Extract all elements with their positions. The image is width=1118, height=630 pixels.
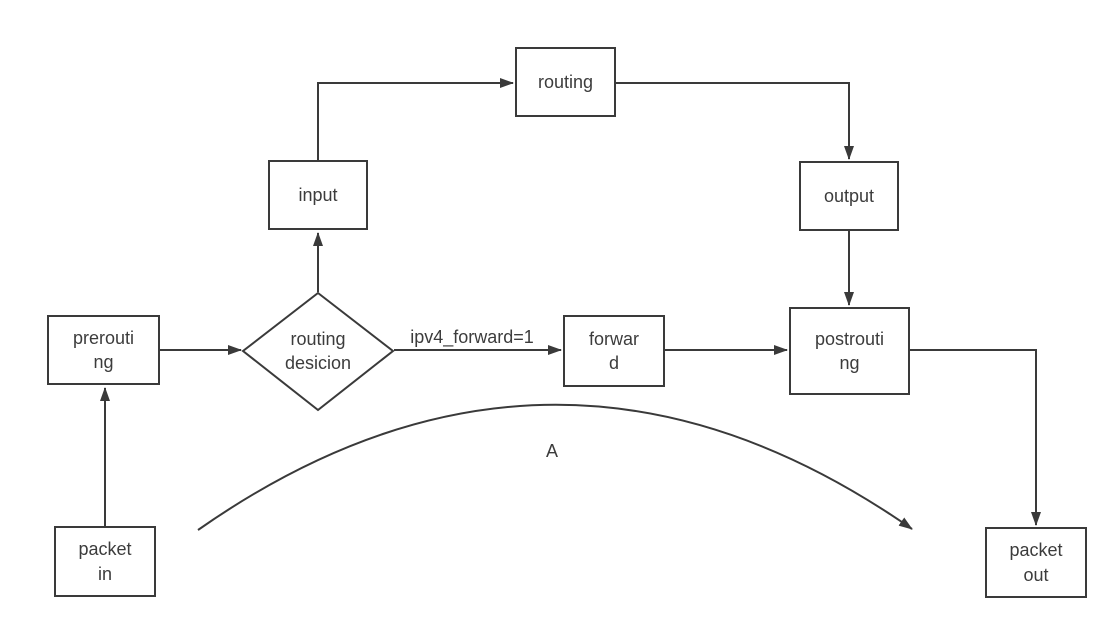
node-packet-out: packet out: [985, 527, 1087, 598]
node-routing: routing: [515, 47, 616, 117]
node-routing-label: routing: [537, 71, 594, 92]
node-forward-label: forwar d: [588, 328, 639, 373]
node-postrouting: postrouti ng: [789, 307, 910, 395]
node-prerouting: prerouti ng: [47, 315, 160, 385]
node-output: output: [799, 161, 899, 231]
edge-arc-a: [197, 403, 913, 531]
node-output-label: output: [823, 185, 875, 206]
node-packet-out-label: packet out: [1009, 540, 1063, 585]
edge-label-arc-a: A: [545, 441, 558, 461]
edge-label-ipv4-forward: ipv4_forward=1: [410, 327, 534, 347]
node-packet-in: packet in: [54, 526, 156, 597]
edge-routing-to-output: [616, 82, 854, 160]
node-forward: forwar d: [563, 315, 665, 387]
edge-input-to-routing: [317, 78, 514, 160]
node-postrouting-label: postrouti ng: [814, 328, 885, 373]
node-packet-in-label: packet in: [78, 539, 132, 584]
node-prerouting-label: prerouti ng: [72, 327, 135, 372]
node-input: input: [268, 160, 368, 230]
decision-diamond-shape: [241, 291, 395, 412]
edge-postrouting-to-packetout: [910, 349, 1041, 526]
node-input-label: input: [298, 184, 338, 205]
